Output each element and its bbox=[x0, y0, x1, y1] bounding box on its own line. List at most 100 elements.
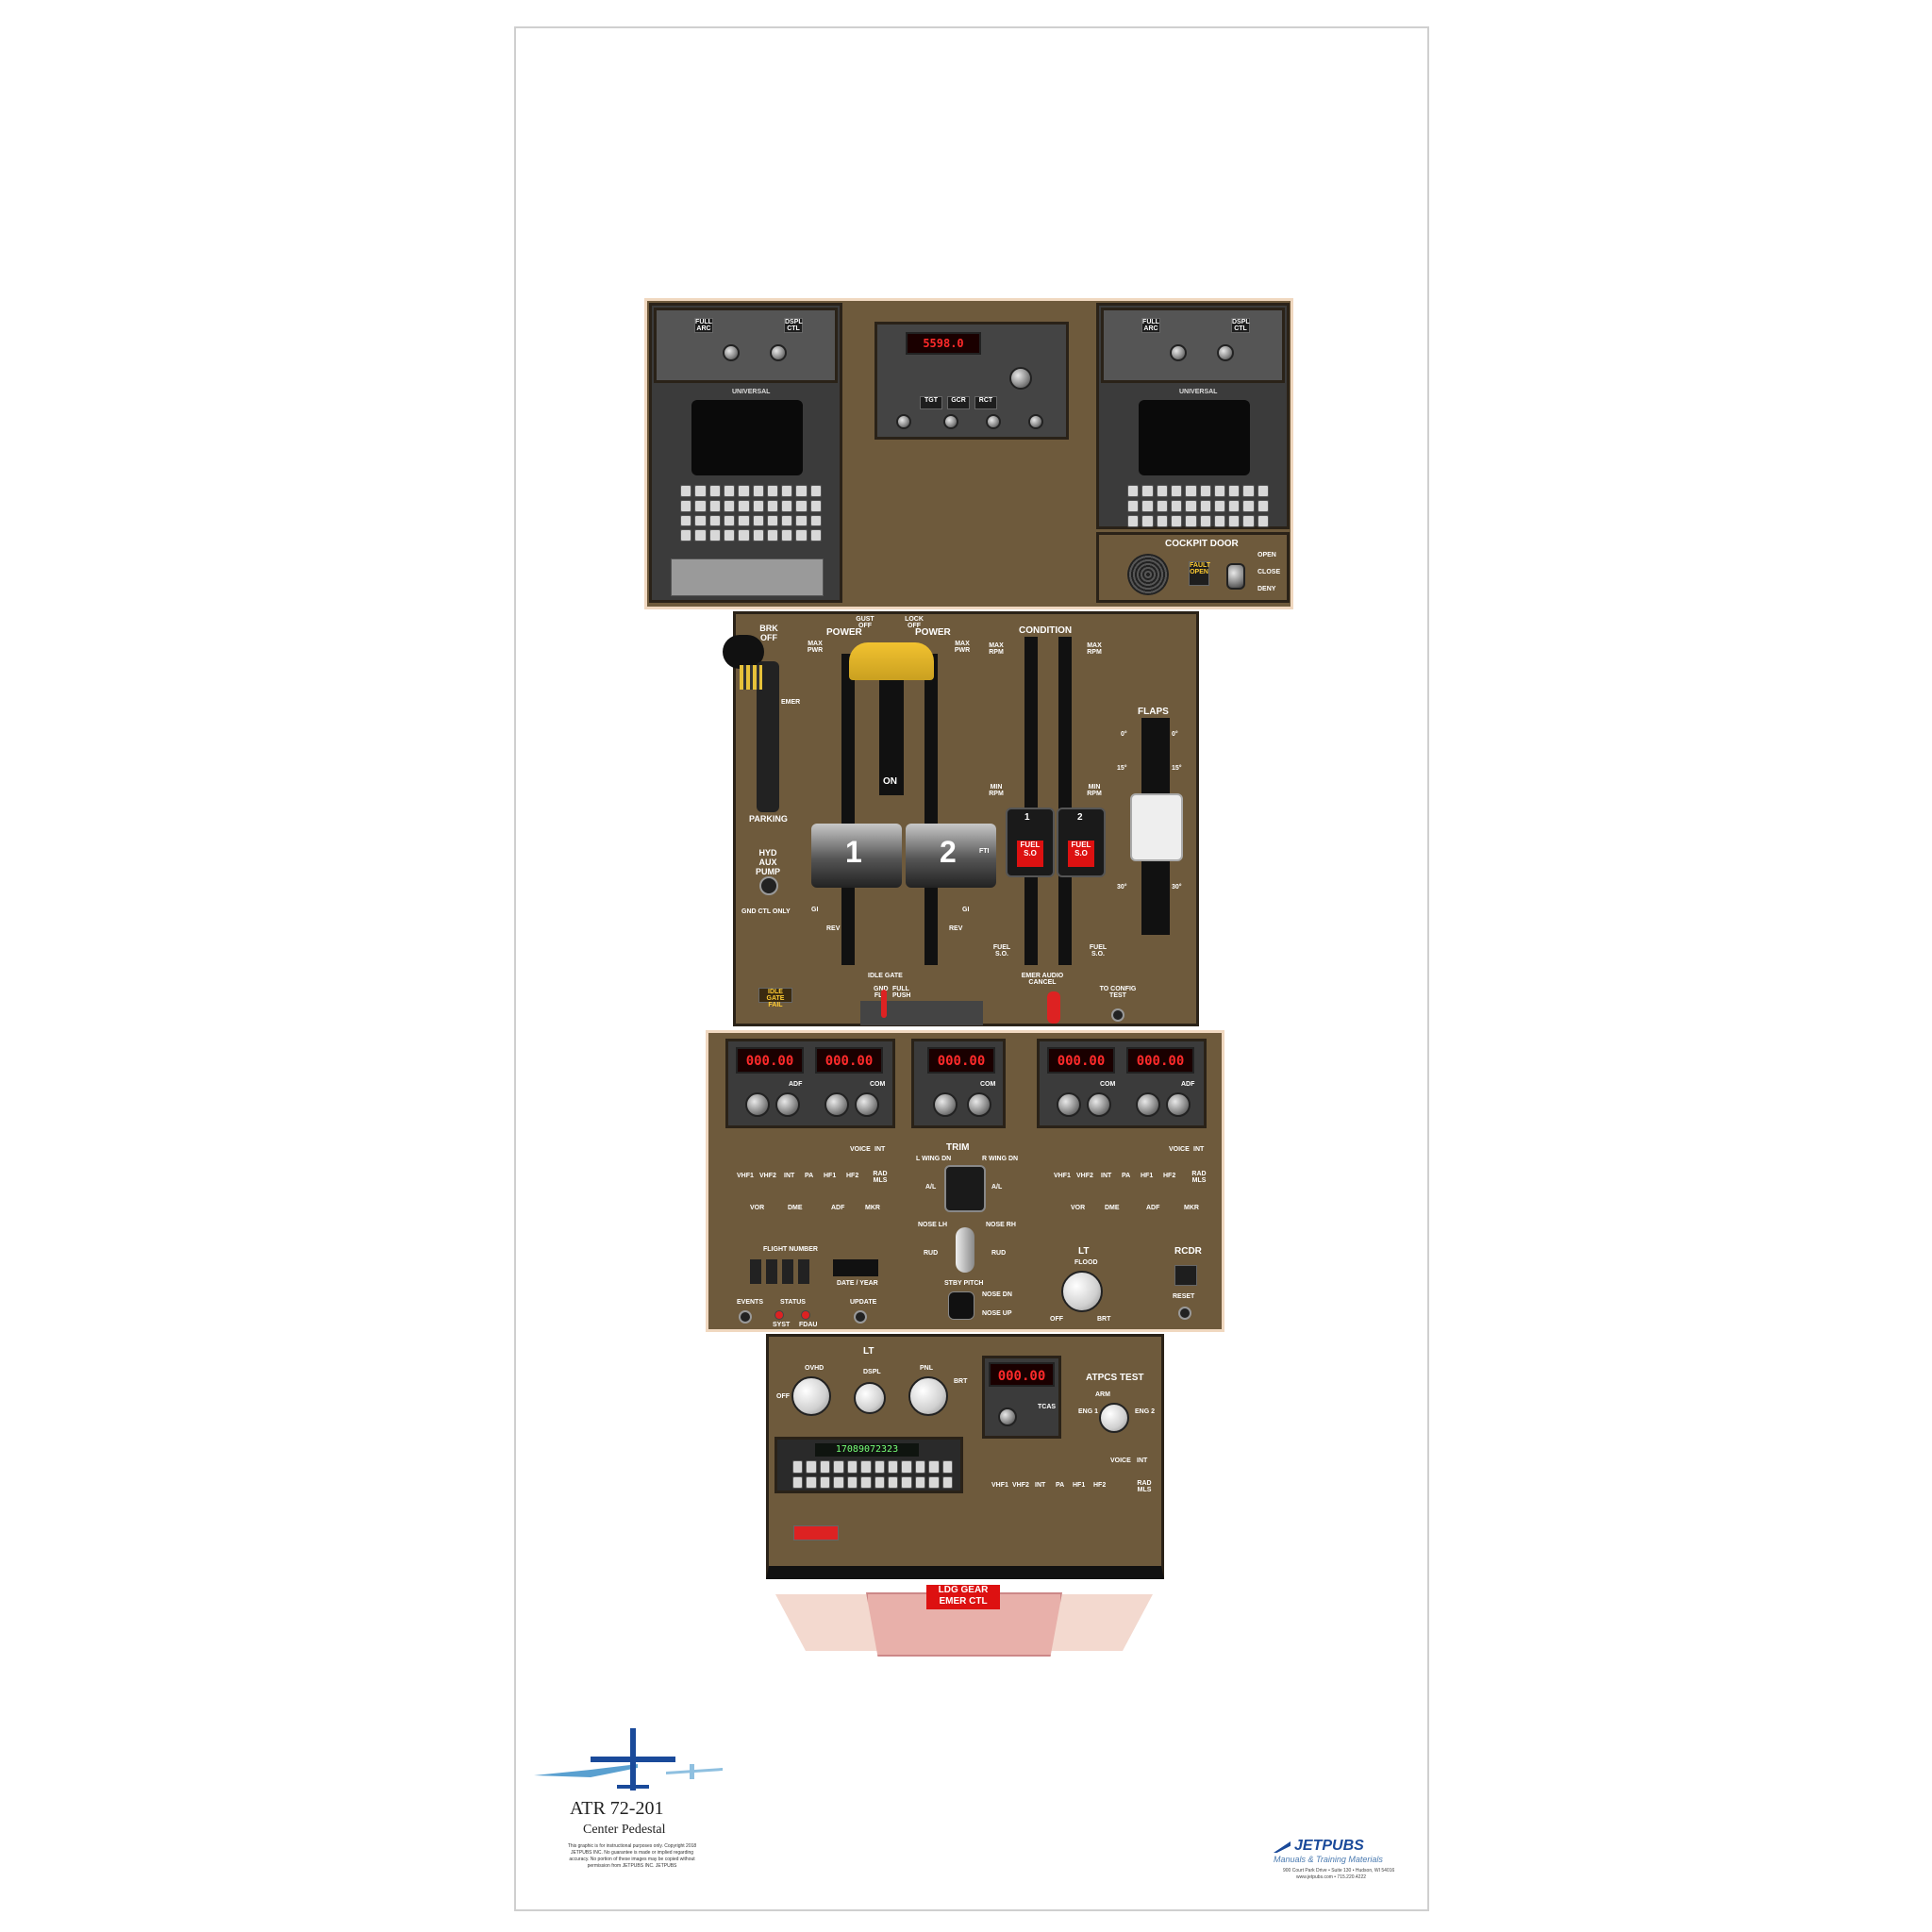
flood-knob[interactable] bbox=[1061, 1271, 1103, 1312]
keypad-key[interactable] bbox=[795, 529, 808, 541]
keypad-key[interactable] bbox=[874, 1460, 885, 1474]
keypad-key[interactable] bbox=[1199, 500, 1211, 512]
keypad-key[interactable] bbox=[1257, 500, 1269, 512]
full-arc-button[interactable]: FULL ARC bbox=[694, 318, 713, 333]
update-button[interactable] bbox=[854, 1310, 867, 1324]
keypad-key[interactable] bbox=[738, 529, 750, 541]
events-button[interactable] bbox=[739, 1310, 752, 1324]
keypad-key[interactable] bbox=[846, 1460, 858, 1474]
keypad-key[interactable] bbox=[694, 514, 707, 527]
keypad-key[interactable] bbox=[941, 1475, 953, 1489]
keypad-key[interactable] bbox=[1242, 500, 1255, 512]
keypad-key[interactable] bbox=[1242, 515, 1255, 527]
keypad-key[interactable] bbox=[795, 514, 808, 527]
com-knob-1b[interactable] bbox=[855, 1092, 879, 1117]
keypad-key[interactable] bbox=[752, 485, 764, 497]
keypad-key[interactable] bbox=[1141, 500, 1154, 512]
to-config-button[interactable] bbox=[1111, 1008, 1124, 1022]
keypad-key[interactable] bbox=[708, 514, 721, 527]
keypad-key[interactable] bbox=[860, 1475, 872, 1489]
gcr-button[interactable]: GCR bbox=[947, 396, 970, 409]
keypad-key[interactable] bbox=[1156, 485, 1168, 497]
range-knob[interactable] bbox=[723, 344, 740, 361]
dspl-ctl-button-r[interactable]: DSPL CTL bbox=[1231, 318, 1250, 333]
keypad-key[interactable] bbox=[1185, 515, 1197, 527]
keypad-key[interactable] bbox=[738, 485, 750, 497]
keypad-key[interactable] bbox=[819, 1460, 831, 1474]
tcas-knob[interactable] bbox=[998, 1407, 1017, 1426]
keypad-key[interactable] bbox=[1170, 500, 1183, 512]
keypad-key[interactable] bbox=[1228, 485, 1241, 497]
keypad-key[interactable] bbox=[766, 499, 779, 512]
keypad-key[interactable] bbox=[1213, 515, 1226, 527]
keypad-key[interactable] bbox=[766, 514, 779, 527]
keypad-key[interactable] bbox=[887, 1475, 899, 1489]
keypad-key[interactable] bbox=[1257, 485, 1269, 497]
keypad-key[interactable] bbox=[694, 485, 707, 497]
rct-button[interactable]: RCT bbox=[974, 396, 997, 409]
keypad-key[interactable] bbox=[914, 1460, 926, 1474]
dspl-ctl-button[interactable]: DSPL CTL bbox=[784, 318, 803, 333]
keypad-key[interactable] bbox=[833, 1475, 844, 1489]
com-knob-2b[interactable] bbox=[1087, 1092, 1111, 1117]
fms-keypad-left[interactable] bbox=[680, 485, 822, 541]
keypad-key[interactable] bbox=[1199, 515, 1211, 527]
dspl-knob[interactable] bbox=[854, 1382, 886, 1414]
keypad-key[interactable] bbox=[928, 1460, 940, 1474]
keypad-key[interactable] bbox=[708, 529, 721, 541]
keypad-key[interactable] bbox=[887, 1460, 899, 1474]
keypad-key[interactable] bbox=[738, 514, 750, 527]
keypad-key[interactable] bbox=[914, 1475, 926, 1489]
keypad-key[interactable] bbox=[833, 1460, 844, 1474]
keypad-key[interactable] bbox=[809, 529, 822, 541]
keypad-key[interactable] bbox=[680, 514, 692, 527]
keypad-key[interactable] bbox=[1156, 500, 1168, 512]
keypad-key[interactable] bbox=[1156, 515, 1168, 527]
keypad-key[interactable] bbox=[792, 1460, 804, 1474]
com-knob-2[interactable] bbox=[1057, 1092, 1081, 1117]
keypad-key[interactable] bbox=[694, 529, 707, 541]
keypad-key[interactable] bbox=[1185, 500, 1197, 512]
mode-knob[interactable] bbox=[943, 414, 958, 429]
keypad-key[interactable] bbox=[809, 499, 822, 512]
keypad-key[interactable] bbox=[901, 1475, 912, 1489]
ovhd-knob[interactable] bbox=[791, 1376, 831, 1416]
keypad-key[interactable] bbox=[1213, 500, 1226, 512]
keypad-key[interactable] bbox=[680, 529, 692, 541]
keypad-key[interactable] bbox=[694, 499, 707, 512]
flaps-lever[interactable] bbox=[1130, 793, 1183, 861]
range-knob-r[interactable] bbox=[1170, 344, 1187, 361]
keypad-key[interactable] bbox=[752, 499, 764, 512]
keypad-key[interactable] bbox=[781, 485, 793, 497]
adf-knob-2[interactable] bbox=[1136, 1092, 1160, 1117]
keypad-key[interactable] bbox=[1141, 485, 1154, 497]
range-wx-knob[interactable] bbox=[986, 414, 1001, 429]
flight-number-keys[interactable] bbox=[750, 1259, 812, 1284]
keypad-key[interactable] bbox=[738, 499, 750, 512]
keypad-key[interactable] bbox=[901, 1460, 912, 1474]
fdau-light[interactable] bbox=[801, 1310, 810, 1320]
keypad-key[interactable] bbox=[1170, 515, 1183, 527]
ldg-gear-emer-ctl[interactable]: LDG GEAR EMER CTL bbox=[926, 1585, 1000, 1609]
keypad-key[interactable] bbox=[1127, 500, 1140, 512]
keypad-key[interactable] bbox=[766, 529, 779, 541]
idle-gate-lever[interactable] bbox=[881, 990, 887, 1018]
keypad-key[interactable] bbox=[809, 485, 822, 497]
keypad-key[interactable] bbox=[809, 514, 822, 527]
com-knob-1[interactable] bbox=[824, 1092, 849, 1117]
keypad-key[interactable] bbox=[781, 499, 793, 512]
adf-knob-1[interactable] bbox=[745, 1092, 770, 1117]
keypad-key[interactable] bbox=[806, 1460, 817, 1474]
rcdr-button[interactable] bbox=[1174, 1265, 1197, 1286]
adf-knob-1b[interactable] bbox=[775, 1092, 800, 1117]
aileron-trim-switch[interactable] bbox=[944, 1165, 986, 1212]
keypad-key[interactable] bbox=[795, 499, 808, 512]
keypad-key[interactable] bbox=[874, 1475, 885, 1489]
fault-open-button[interactable]: FAULT OPEN bbox=[1189, 561, 1210, 586]
keypad-key[interactable] bbox=[928, 1475, 940, 1489]
keypad-key[interactable] bbox=[723, 485, 736, 497]
idle-gate-fail-button[interactable]: IDLE GATE FAIL bbox=[758, 988, 792, 1008]
com-knob-c[interactable] bbox=[933, 1092, 958, 1117]
condition-lever-1[interactable] bbox=[1006, 808, 1055, 877]
keypad-key[interactable] bbox=[846, 1475, 858, 1489]
